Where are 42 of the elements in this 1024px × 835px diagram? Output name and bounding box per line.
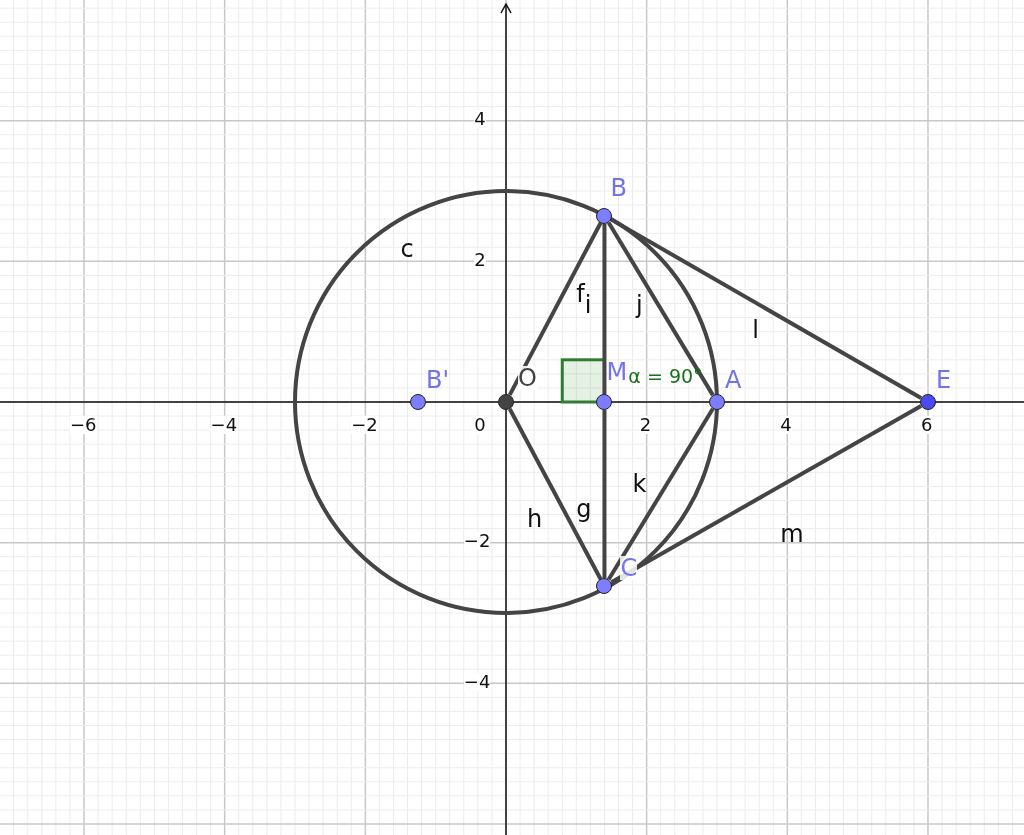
- segment-label: i: [584, 293, 592, 317]
- point-marker: [410, 394, 427, 410]
- line-segment: [508, 408, 603, 581]
- line-segment: [606, 407, 715, 581]
- point-marker: [596, 394, 613, 410]
- axis-tick-label: 6: [920, 416, 933, 435]
- axis-tick-label: −4: [463, 672, 491, 691]
- segment-label: k: [632, 472, 647, 497]
- axis-tick-label: 2: [639, 416, 652, 435]
- point-label: B: [610, 175, 627, 200]
- point-label: E: [935, 368, 952, 392]
- point-label: B': [426, 368, 450, 392]
- line-segment: [507, 221, 603, 396]
- point-marker: [919, 394, 936, 410]
- segment-label: g: [576, 496, 592, 521]
- axis-tick-label: −4: [210, 416, 238, 435]
- point-label: C: [620, 556, 638, 581]
- point-marker: [498, 394, 514, 410]
- axis-tick-label: 0: [474, 416, 486, 435]
- point-label: M: [606, 360, 628, 384]
- segment-label: j: [636, 293, 643, 317]
- segment-label: l: [752, 317, 759, 342]
- segment-label: m: [780, 521, 804, 546]
- segment-label: h: [527, 507, 543, 532]
- point-label: O: [518, 366, 537, 390]
- line-segment: [602, 223, 607, 394]
- axis-tick-label: 4: [780, 416, 792, 435]
- axis-tick-label: 2: [474, 250, 486, 269]
- line-segment: [606, 221, 715, 397]
- point-label: A: [725, 368, 742, 392]
- axis-tick-label: −6: [69, 416, 97, 435]
- axis-tick-label: 4: [474, 110, 486, 129]
- line-segment: [602, 410, 607, 579]
- point-marker: [709, 394, 725, 410]
- point-marker: [596, 578, 613, 595]
- line-segment: [610, 404, 923, 585]
- angle-label: α = 90°: [628, 366, 703, 386]
- point-marker: [596, 207, 613, 224]
- circle-label: c: [400, 236, 414, 261]
- segment-label: f: [576, 282, 585, 307]
- axis-tick-label: −2: [463, 532, 491, 551]
- axis-tick-label: −2: [351, 416, 378, 435]
